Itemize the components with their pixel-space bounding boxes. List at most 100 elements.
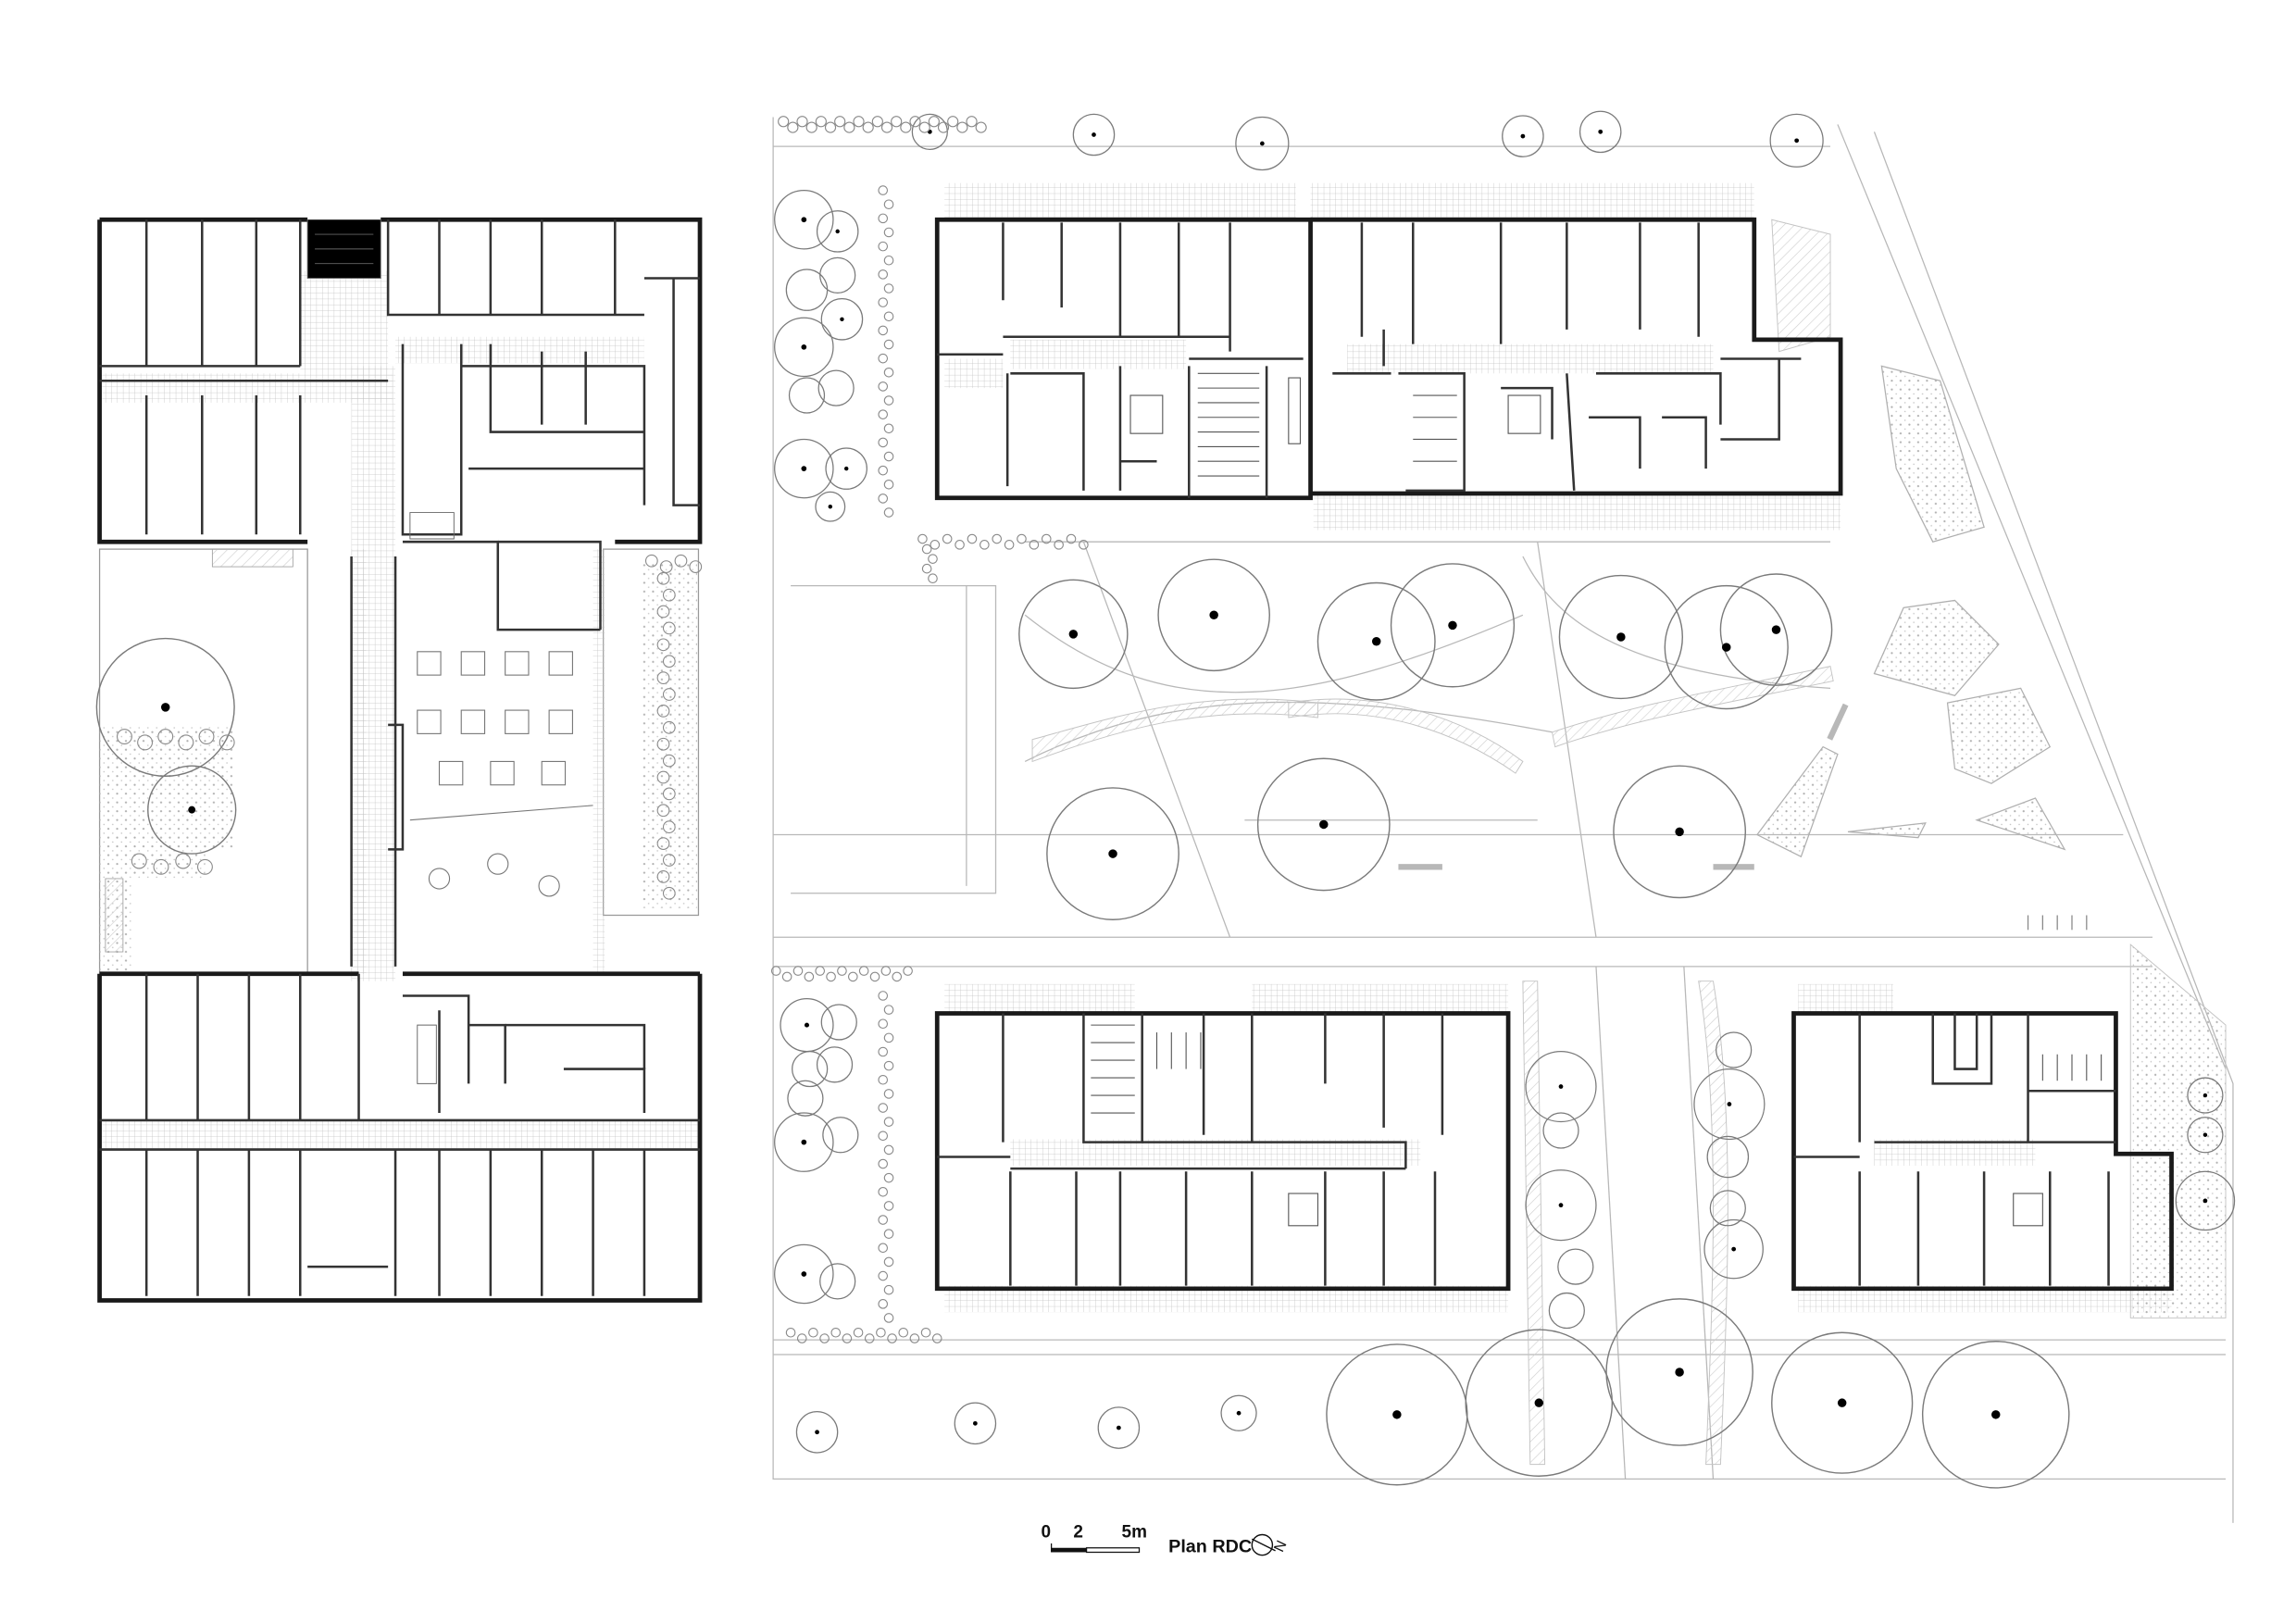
- shrub: [656, 870, 670, 883]
- shrub: [878, 185, 889, 195]
- shrub: [878, 1103, 889, 1113]
- shrub: [662, 720, 676, 734]
- shrub: [842, 1333, 853, 1343]
- bike-racks: [2027, 915, 2088, 931]
- shrub: [878, 381, 889, 392]
- bottom-right-building: [1791, 983, 2174, 1313]
- shrub: [662, 886, 676, 900]
- shrub: [883, 283, 894, 294]
- large-trees: [95, 558, 2070, 1489]
- shrub: [662, 787, 676, 801]
- shrub: [878, 1299, 889, 1309]
- shrub: [883, 1229, 894, 1239]
- shrub: [878, 241, 889, 252]
- shrub: [1079, 540, 1089, 550]
- shrub: [837, 966, 847, 976]
- shrub: [826, 971, 836, 982]
- shrub: [853, 1327, 864, 1338]
- shrub: [883, 480, 894, 490]
- shrub: [178, 734, 194, 751]
- shrub: [928, 573, 938, 584]
- shrub: [796, 1333, 807, 1343]
- shrub: [834, 116, 846, 128]
- shrub: [1066, 533, 1077, 544]
- shrub: [967, 533, 978, 544]
- shrub: [792, 966, 804, 976]
- shrub: [869, 971, 880, 982]
- scale-label-0: 0: [1042, 1523, 1052, 1543]
- drawing-title: Plan RDC: [1168, 1537, 1252, 1557]
- shrub: [980, 540, 990, 550]
- shrub: [878, 409, 889, 419]
- shrub: [883, 451, 894, 462]
- shrub: [947, 116, 959, 128]
- landscape-planting-strips: [1031, 219, 2227, 1466]
- shrub: [805, 121, 817, 133]
- shrub: [196, 858, 213, 875]
- shrub: [883, 255, 894, 266]
- shrub: [662, 655, 676, 668]
- shrub: [883, 1005, 894, 1015]
- shrub: [883, 507, 894, 518]
- benches: [1398, 703, 1849, 870]
- shrub: [815, 116, 827, 128]
- shrub: [198, 729, 215, 745]
- shrub-rows: [116, 116, 1089, 1343]
- shrub: [955, 540, 965, 550]
- shrub: [662, 754, 676, 768]
- shrub: [689, 560, 703, 573]
- shrub: [918, 121, 930, 133]
- shrub: [878, 1158, 889, 1169]
- shrub: [787, 121, 799, 133]
- shrub: [153, 858, 169, 875]
- shrub: [864, 1333, 875, 1343]
- shrub: [808, 1327, 818, 1338]
- shrub: [1029, 540, 1040, 550]
- shrub: [848, 971, 858, 982]
- shrub: [662, 688, 676, 701]
- shrub: [644, 554, 658, 568]
- shrub: [876, 1327, 886, 1338]
- left-building: [97, 217, 703, 1303]
- shrub: [878, 991, 889, 1001]
- shrub: [656, 605, 670, 618]
- scale-bar: 0 2 5m: [1042, 1523, 1147, 1554]
- shrub: [883, 1201, 894, 1211]
- shrub: [824, 121, 837, 133]
- shrub: [921, 563, 932, 574]
- shrub: [770, 966, 781, 976]
- shrub: [878, 325, 889, 336]
- shrub: [878, 1131, 889, 1142]
- shrub: [853, 116, 865, 128]
- shrub: [880, 966, 892, 976]
- shrub: [883, 1117, 894, 1127]
- shrub: [878, 493, 889, 504]
- shrub: [887, 1333, 897, 1343]
- shrub: [937, 121, 950, 133]
- shrub: [131, 853, 147, 869]
- shrub: [903, 966, 913, 976]
- shrub: [1041, 533, 1052, 544]
- shrub: [804, 971, 815, 982]
- shrub: [878, 1186, 889, 1197]
- shrub: [662, 820, 676, 834]
- shrub: [656, 571, 670, 585]
- north-label: N: [1271, 1538, 1290, 1555]
- shrub: [656, 837, 670, 850]
- shrub: [883, 1313, 894, 1323]
- shrub: [883, 311, 894, 322]
- shrub: [883, 1284, 894, 1295]
- shrub: [819, 1333, 830, 1343]
- shrub: [909, 116, 921, 128]
- shrub: [921, 543, 932, 555]
- shrub: [157, 729, 174, 745]
- scale-label-5m: 5m: [1122, 1523, 1147, 1543]
- paving-islands: [1755, 365, 2066, 858]
- shrub: [975, 121, 987, 133]
- shrub: [880, 121, 893, 133]
- shrub: [883, 199, 894, 210]
- shrub: [662, 854, 676, 867]
- shrub: [785, 1327, 796, 1338]
- shrub: [843, 121, 855, 133]
- medium-tree-trunks: [801, 129, 2208, 1435]
